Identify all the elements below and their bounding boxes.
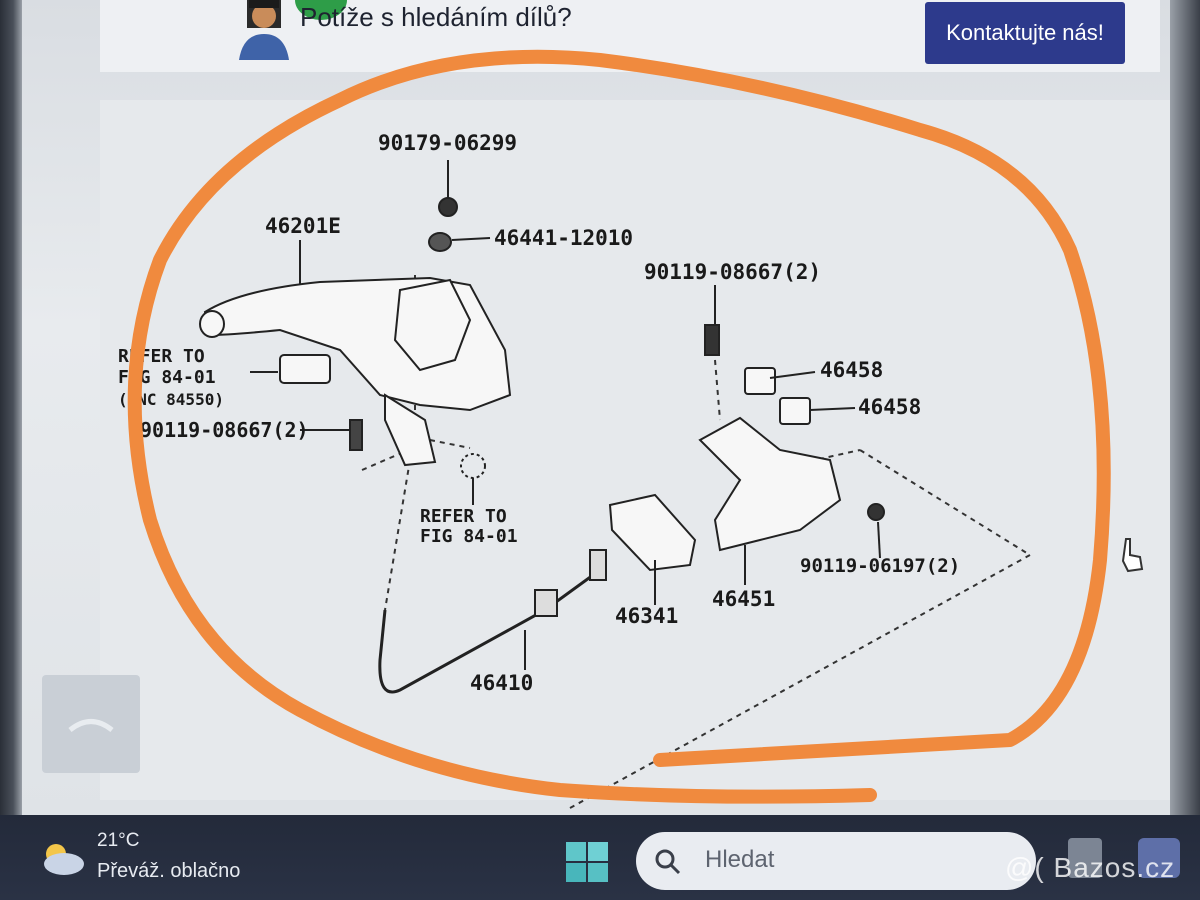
part-label: (PNC 84550) bbox=[118, 390, 224, 409]
browser-screen: Potíže s hledáním dílů? Kontaktujte nás! bbox=[0, 0, 1200, 815]
screen-bezel-right bbox=[1170, 0, 1200, 815]
part-label: 46201E bbox=[265, 214, 341, 238]
weather-condition[interactable]: Převáž. oblačno bbox=[97, 860, 241, 882]
scroll-top-button[interactable] bbox=[42, 675, 140, 773]
part-label: 90119-08667(2) bbox=[140, 418, 309, 442]
part-label: 90119-06197(2) bbox=[800, 555, 960, 577]
part-label: 90179-06299 bbox=[378, 131, 517, 155]
contact-us-button[interactable]: Kontaktujte nás! bbox=[925, 2, 1125, 64]
parts-diagram: 90179-06299 46201E 46441-12010 90119-086… bbox=[118, 49, 1111, 809]
tray-app-icon[interactable] bbox=[1068, 838, 1102, 878]
part-label: 46458 bbox=[858, 395, 921, 419]
weather-temperature[interactable]: 21°C bbox=[97, 830, 140, 851]
green-badge-icon bbox=[295, 0, 347, 20]
part-label: FIG 84-01 bbox=[420, 526, 518, 547]
taskbar-search-input[interactable] bbox=[636, 832, 1036, 890]
diagram-panel bbox=[100, 100, 1170, 800]
brake-lever-drawing bbox=[199, 197, 512, 467]
part-label: 46441-12010 bbox=[494, 226, 633, 250]
help-text: Potíže s hledáním dílů? bbox=[300, 2, 572, 32]
chevron-up-icon bbox=[68, 719, 114, 733]
part-label: 46341 bbox=[615, 604, 678, 628]
leader-lines bbox=[250, 160, 881, 670]
orange-highlight-circle bbox=[127, 49, 1111, 804]
search-placeholder: Hledat bbox=[705, 846, 775, 873]
teams-icon[interactable] bbox=[1138, 838, 1180, 878]
part-label: REFER TO bbox=[420, 506, 507, 527]
part-label: 46410 bbox=[470, 671, 533, 695]
part-label: 46451 bbox=[712, 587, 775, 611]
bracket-drawings bbox=[460, 324, 885, 572]
support-avatar-icon bbox=[239, 0, 289, 60]
cloud-weather-icon[interactable] bbox=[36, 838, 86, 878]
search-icon bbox=[655, 849, 681, 875]
part-label: 90119-08667(2) bbox=[644, 260, 821, 284]
windows-start-icon[interactable] bbox=[564, 840, 610, 884]
brake-cable-drawing bbox=[378, 549, 607, 694]
part-label: 46458 bbox=[820, 358, 883, 382]
hand-cursor-icon bbox=[1121, 538, 1144, 573]
bazos-watermark: @( Bazos.cz bbox=[1005, 852, 1176, 883]
screen-bezel-left bbox=[0, 0, 22, 815]
